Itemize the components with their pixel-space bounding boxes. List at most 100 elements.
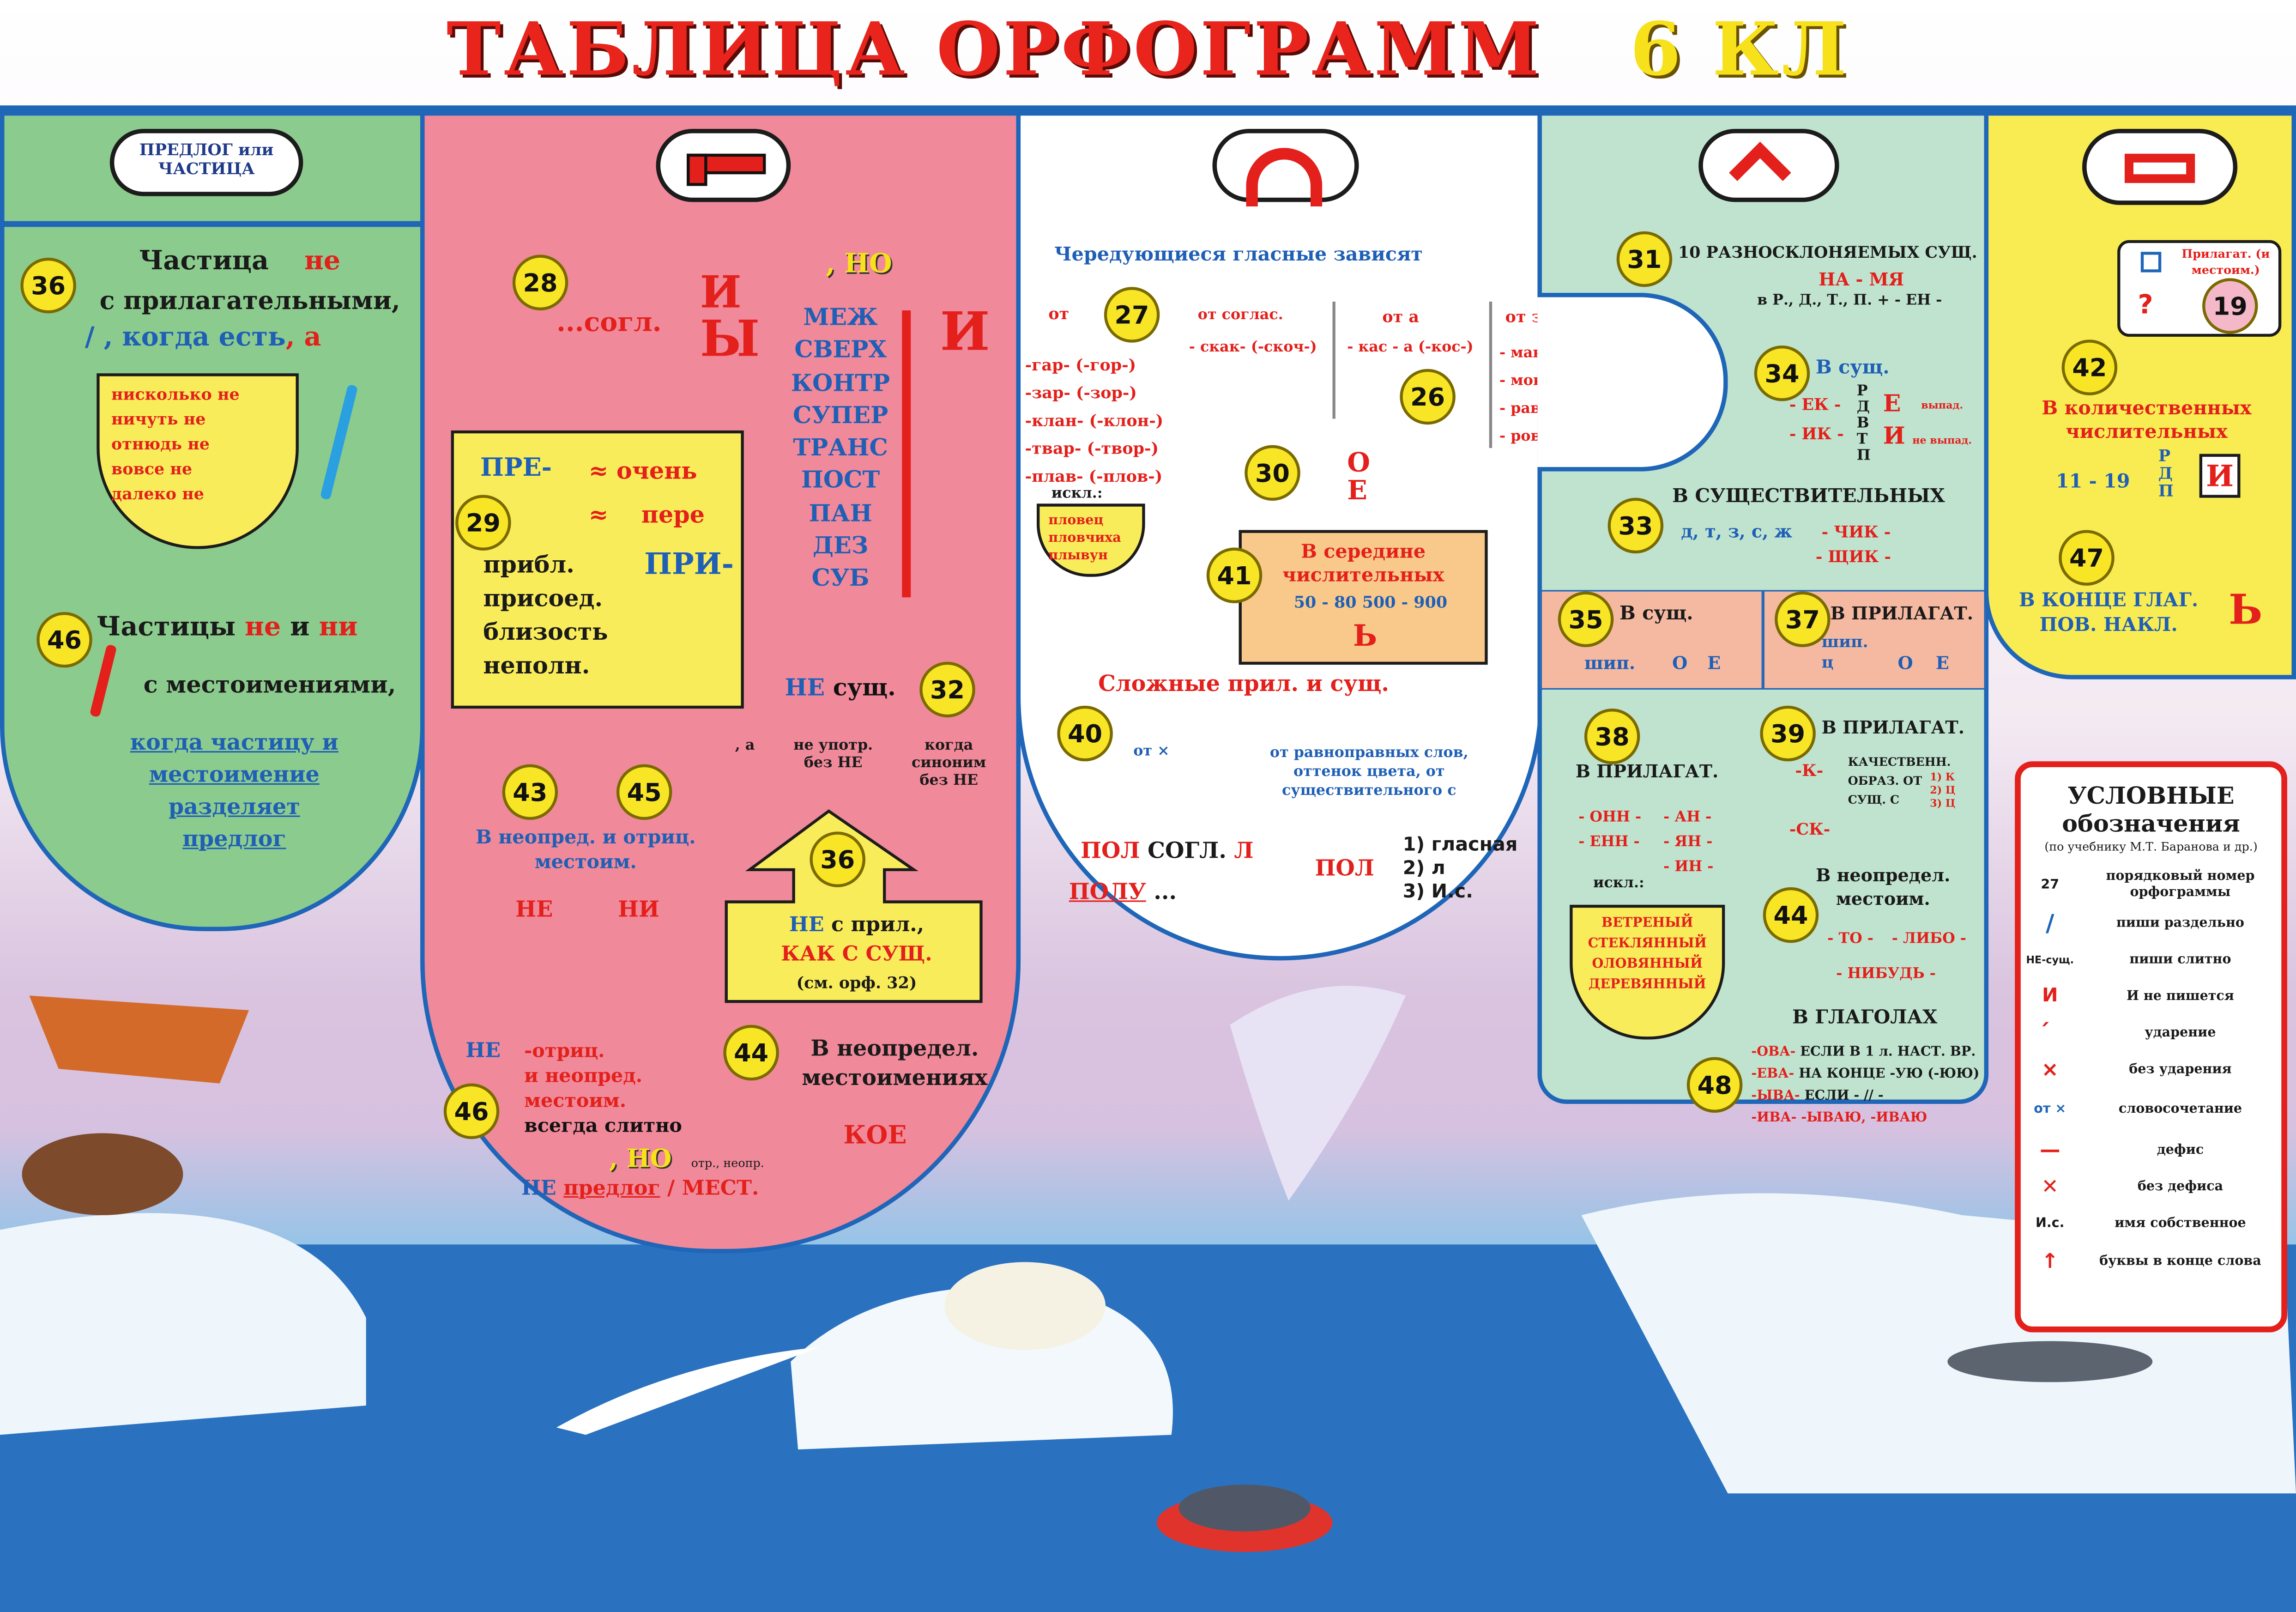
text: сущ. <box>833 673 896 702</box>
orthogram-number: 37 <box>1775 591 1831 648</box>
iskl-label: искл.: <box>1051 486 1103 503</box>
box41 <box>1239 530 1488 665</box>
pril-title: Прилагат. (и местоим.) <box>2181 246 2270 277</box>
list-item: ВЕТРЕНЫЙ <box>1601 916 1693 931</box>
orthogram-number: 38 <box>1584 709 1640 764</box>
list-item: -зар- (-зор-) <box>1025 383 1137 403</box>
polar-bear <box>944 1262 1106 1350</box>
orthogram-number: 45 <box>616 764 672 820</box>
pri-label: ПРИ- <box>644 546 734 582</box>
approx-very: ≈ очень <box>588 456 697 485</box>
text: - ИН - <box>1663 859 1714 876</box>
i-label: И <box>1883 421 1905 450</box>
ice-floe-left <box>0 1213 366 1435</box>
ending-symbol-icon <box>2124 153 2195 183</box>
rule32-c: когда синоним без НЕ <box>911 738 986 789</box>
text: местоимение <box>149 761 320 788</box>
list-item: нисколько не <box>111 385 240 404</box>
vypad-label: выпад. <box>1921 398 1964 412</box>
shipc-label: шип. ц <box>1821 632 1868 672</box>
legend-row: ✕без дефиса <box>2021 1169 2281 1205</box>
walrus <box>22 1133 183 1215</box>
nama-label: НА - МЯ <box>1819 269 1904 290</box>
list-item: пловец <box>1048 514 1104 529</box>
legend-symbol: И.с. <box>2035 1216 2065 1231</box>
o35: О <box>1672 653 1688 674</box>
text: ПОЛУ <box>1069 878 1146 905</box>
list-item: далеко не <box>111 485 204 504</box>
albatross <box>556 1347 820 1435</box>
o37: О <box>1897 653 1913 674</box>
approx-sign: ≈ <box>588 501 609 529</box>
raznoskl-label: 10 РАЗНОСКЛОНЯЕМЫХ СУЩ. <box>1678 243 1977 262</box>
letter-i-big: И <box>940 301 990 364</box>
question-icon: ? <box>2138 290 2153 321</box>
text: 3) Ц <box>1930 796 1956 810</box>
ne-title: Частица не <box>139 246 340 277</box>
seals-group <box>1947 1341 2153 1382</box>
list-item: 1) гласная <box>1402 834 1518 857</box>
pere-label: пере <box>641 501 705 529</box>
airplane <box>29 995 249 1084</box>
neopr-label: В неопред. и отриц. местоим. <box>475 827 696 874</box>
text: -ИВА- <box>1751 1111 1797 1126</box>
legend-symbol: от × <box>2034 1102 2066 1117</box>
text: НЕ <box>789 913 824 937</box>
list-item: прибл. <box>483 550 574 579</box>
text: ни <box>319 612 358 643</box>
column-ending <box>1984 111 2296 679</box>
box36-text: НЕ с прил., КАК С СУЩ. (см. орф. 32) <box>732 911 981 999</box>
otr-lines: -отриц. и неопред. местоим. всегда слитн… <box>524 1040 682 1139</box>
dt-label: д, т, з, с, ж <box>1681 521 1792 542</box>
ne-exceptions-box: нисколько не ничуть не отнюдь не вовсе н… <box>97 373 299 549</box>
header-cloud-4 <box>1698 128 1839 204</box>
v-pril-39: В ПРИЛАГАТ. <box>1821 717 1965 738</box>
orthogram-number: 41 <box>1206 547 1263 603</box>
text: -ЫВА- <box>1751 1089 1800 1104</box>
legend-text: без дефиса <box>2137 1179 2223 1194</box>
legend-row: И.с.имя собственное <box>2021 1205 2281 1242</box>
text: / МЕСТ. <box>667 1177 759 1201</box>
text: не <box>245 612 281 643</box>
box41-title: В середине числительных <box>1268 542 1458 588</box>
text: ... <box>1154 878 1177 905</box>
text: (см. орф. 32) <box>796 973 917 993</box>
to-label: - ТО - <box>1827 931 1873 947</box>
legend-text: ударение <box>2145 1025 2216 1041</box>
v-neopr: В неопредел. местоим. <box>1816 865 1951 909</box>
kol-label: В количественных числительных <box>2042 398 2252 444</box>
no2-label: , НО <box>609 1145 672 1175</box>
legend-symbol: ↑ <box>2041 1250 2059 1274</box>
suffix-symbol-icon <box>1729 141 1791 204</box>
list-item: МЕЖ <box>803 303 878 331</box>
iskl-words: пловец пловчиха плывун <box>1039 507 1142 571</box>
text: НЕ <box>785 673 825 702</box>
orthogram-number: 27 <box>1104 287 1160 343</box>
orthogram-number: 47 <box>2059 530 2115 586</box>
legend-row: /пиши раздельно <box>2021 905 2281 941</box>
text: - ОНН - <box>1578 809 1642 826</box>
orthogram-number: 46 <box>443 1083 500 1139</box>
legend-symbol: И <box>2042 985 2058 1007</box>
libo-label: - ЛИБО - <box>1891 931 1966 947</box>
no-label: , НО <box>826 248 892 280</box>
ot-label: от <box>1048 304 1069 324</box>
list-item: -клан- (-клон-) <box>1025 411 1164 430</box>
list-item: присоед. <box>483 584 603 612</box>
orthogram-number: 29 <box>455 495 511 551</box>
list-item: ТРАНС <box>793 433 888 462</box>
text: -ЫВАЮ, -ИВАЮ <box>1801 1111 1927 1126</box>
legend-row: ×без ударения <box>2021 1051 2281 1088</box>
text: а <box>1408 307 1420 327</box>
legend-text: порядковый номер орфограммы <box>2106 869 2255 900</box>
letter-o: О <box>1347 448 1370 479</box>
text: - ЕНН - <box>1578 834 1640 851</box>
ni-line2: с местоимениями, <box>143 670 396 698</box>
grade-label: 6 КЛ <box>1630 6 1850 92</box>
legend-row: ́ударение <box>2021 1015 2281 1051</box>
list-item: СУПЕР <box>792 401 888 429</box>
text: Частица <box>139 246 269 277</box>
v-sush-34: В сущ. <box>1815 357 1890 379</box>
